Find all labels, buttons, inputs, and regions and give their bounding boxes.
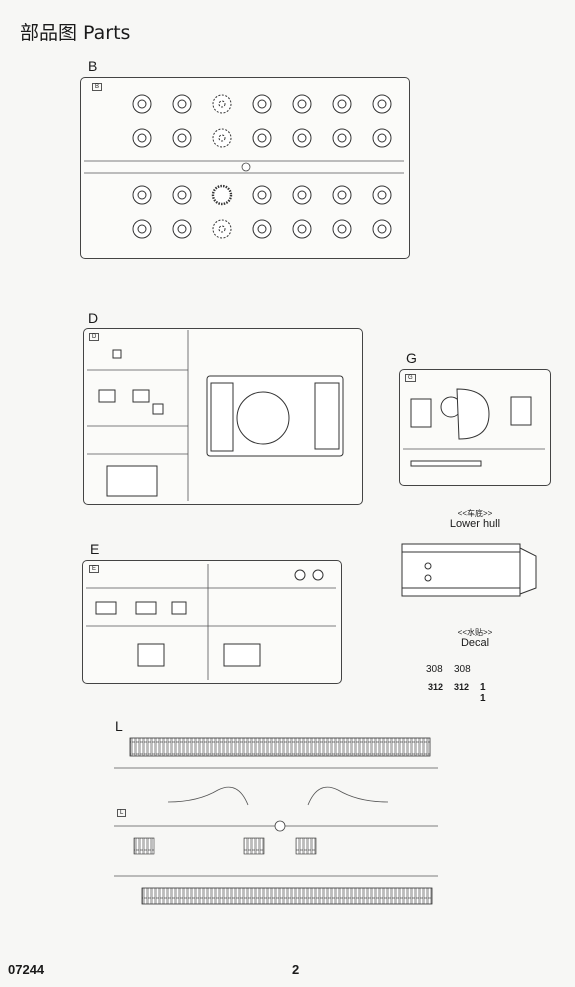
road-wheel-icon (372, 185, 392, 205)
decal-caption-cn: <<水贴>> (457, 628, 493, 637)
lower-hull-caption-cn: <<车底>> (457, 509, 493, 518)
sprue-b-drawing (84, 94, 404, 239)
road-wheel-icon (292, 219, 312, 239)
road-wheel-icon (292, 185, 312, 205)
track-link-icon (129, 737, 431, 757)
decal-number: 312 (428, 682, 444, 692)
road-wheel-icon (292, 94, 312, 114)
road-wheel-icon (372, 128, 392, 148)
road-wheel-icon (332, 94, 352, 114)
road-wheel-icon (172, 94, 192, 114)
sprue-l-heading: L (115, 718, 123, 734)
sprue-d-tag: D (89, 333, 100, 341)
sprocket-icon (212, 219, 232, 239)
road-wheel-icon (172, 185, 192, 205)
road-wheel-icon (172, 128, 192, 148)
sprue-e-heading: E (90, 541, 100, 557)
road-wheel-icon (172, 219, 192, 239)
sprocket-icon (212, 128, 232, 148)
decal-caption-en: Decal (460, 637, 490, 649)
sprue-d-drawing (87, 330, 344, 501)
road-wheel-icon (132, 219, 152, 239)
sprue-e-frame (82, 560, 342, 684)
road-wheel-icon (292, 128, 312, 148)
road-wheel-icon (372, 219, 392, 239)
sprue-g-heading: G (406, 350, 417, 366)
sprue-b-heading: B (88, 58, 98, 74)
road-wheel-icon (132, 94, 152, 114)
decal-sheet: 308 308 312 312 1 1 (426, 662, 526, 708)
product-code: 07244 (8, 962, 45, 977)
sprocket-icon (211, 184, 233, 206)
sprue-g-tag: G (405, 374, 416, 382)
road-wheel-icon (132, 185, 152, 205)
road-wheel-icon (252, 219, 272, 239)
sprue-g-drawing (403, 388, 545, 467)
sprue-e-drawing (86, 564, 336, 680)
sprue-l-tag: L (117, 809, 127, 817)
lower-hull-caption-en: Lower hull (449, 518, 501, 530)
road-wheel-icon (252, 94, 272, 114)
decal-number: 308 (426, 664, 443, 675)
road-wheel-icon (332, 219, 352, 239)
road-wheel-icon (332, 185, 352, 205)
sprue-l-drawing (114, 737, 438, 905)
road-wheel-icon (252, 185, 272, 205)
sprocket-icon (212, 94, 232, 114)
track-link-icon (141, 887, 433, 905)
lower-hull-drawing (401, 543, 537, 597)
decal-number: 308 (454, 664, 471, 675)
decal-number: 312 (454, 682, 470, 692)
sprue-b-tag: B (92, 83, 103, 91)
decal-number: 1 (480, 693, 486, 704)
sprue-d-heading: D (88, 310, 99, 326)
road-wheel-icon (332, 128, 352, 148)
page-number: 2 (292, 962, 300, 977)
road-wheel-icon (252, 128, 272, 148)
road-wheel-icon (132, 128, 152, 148)
road-wheel-icon (372, 94, 392, 114)
decal-number: 1 (480, 682, 486, 693)
sprue-e-tag: E (89, 565, 100, 573)
page-title: 部品图 Parts (20, 22, 131, 44)
